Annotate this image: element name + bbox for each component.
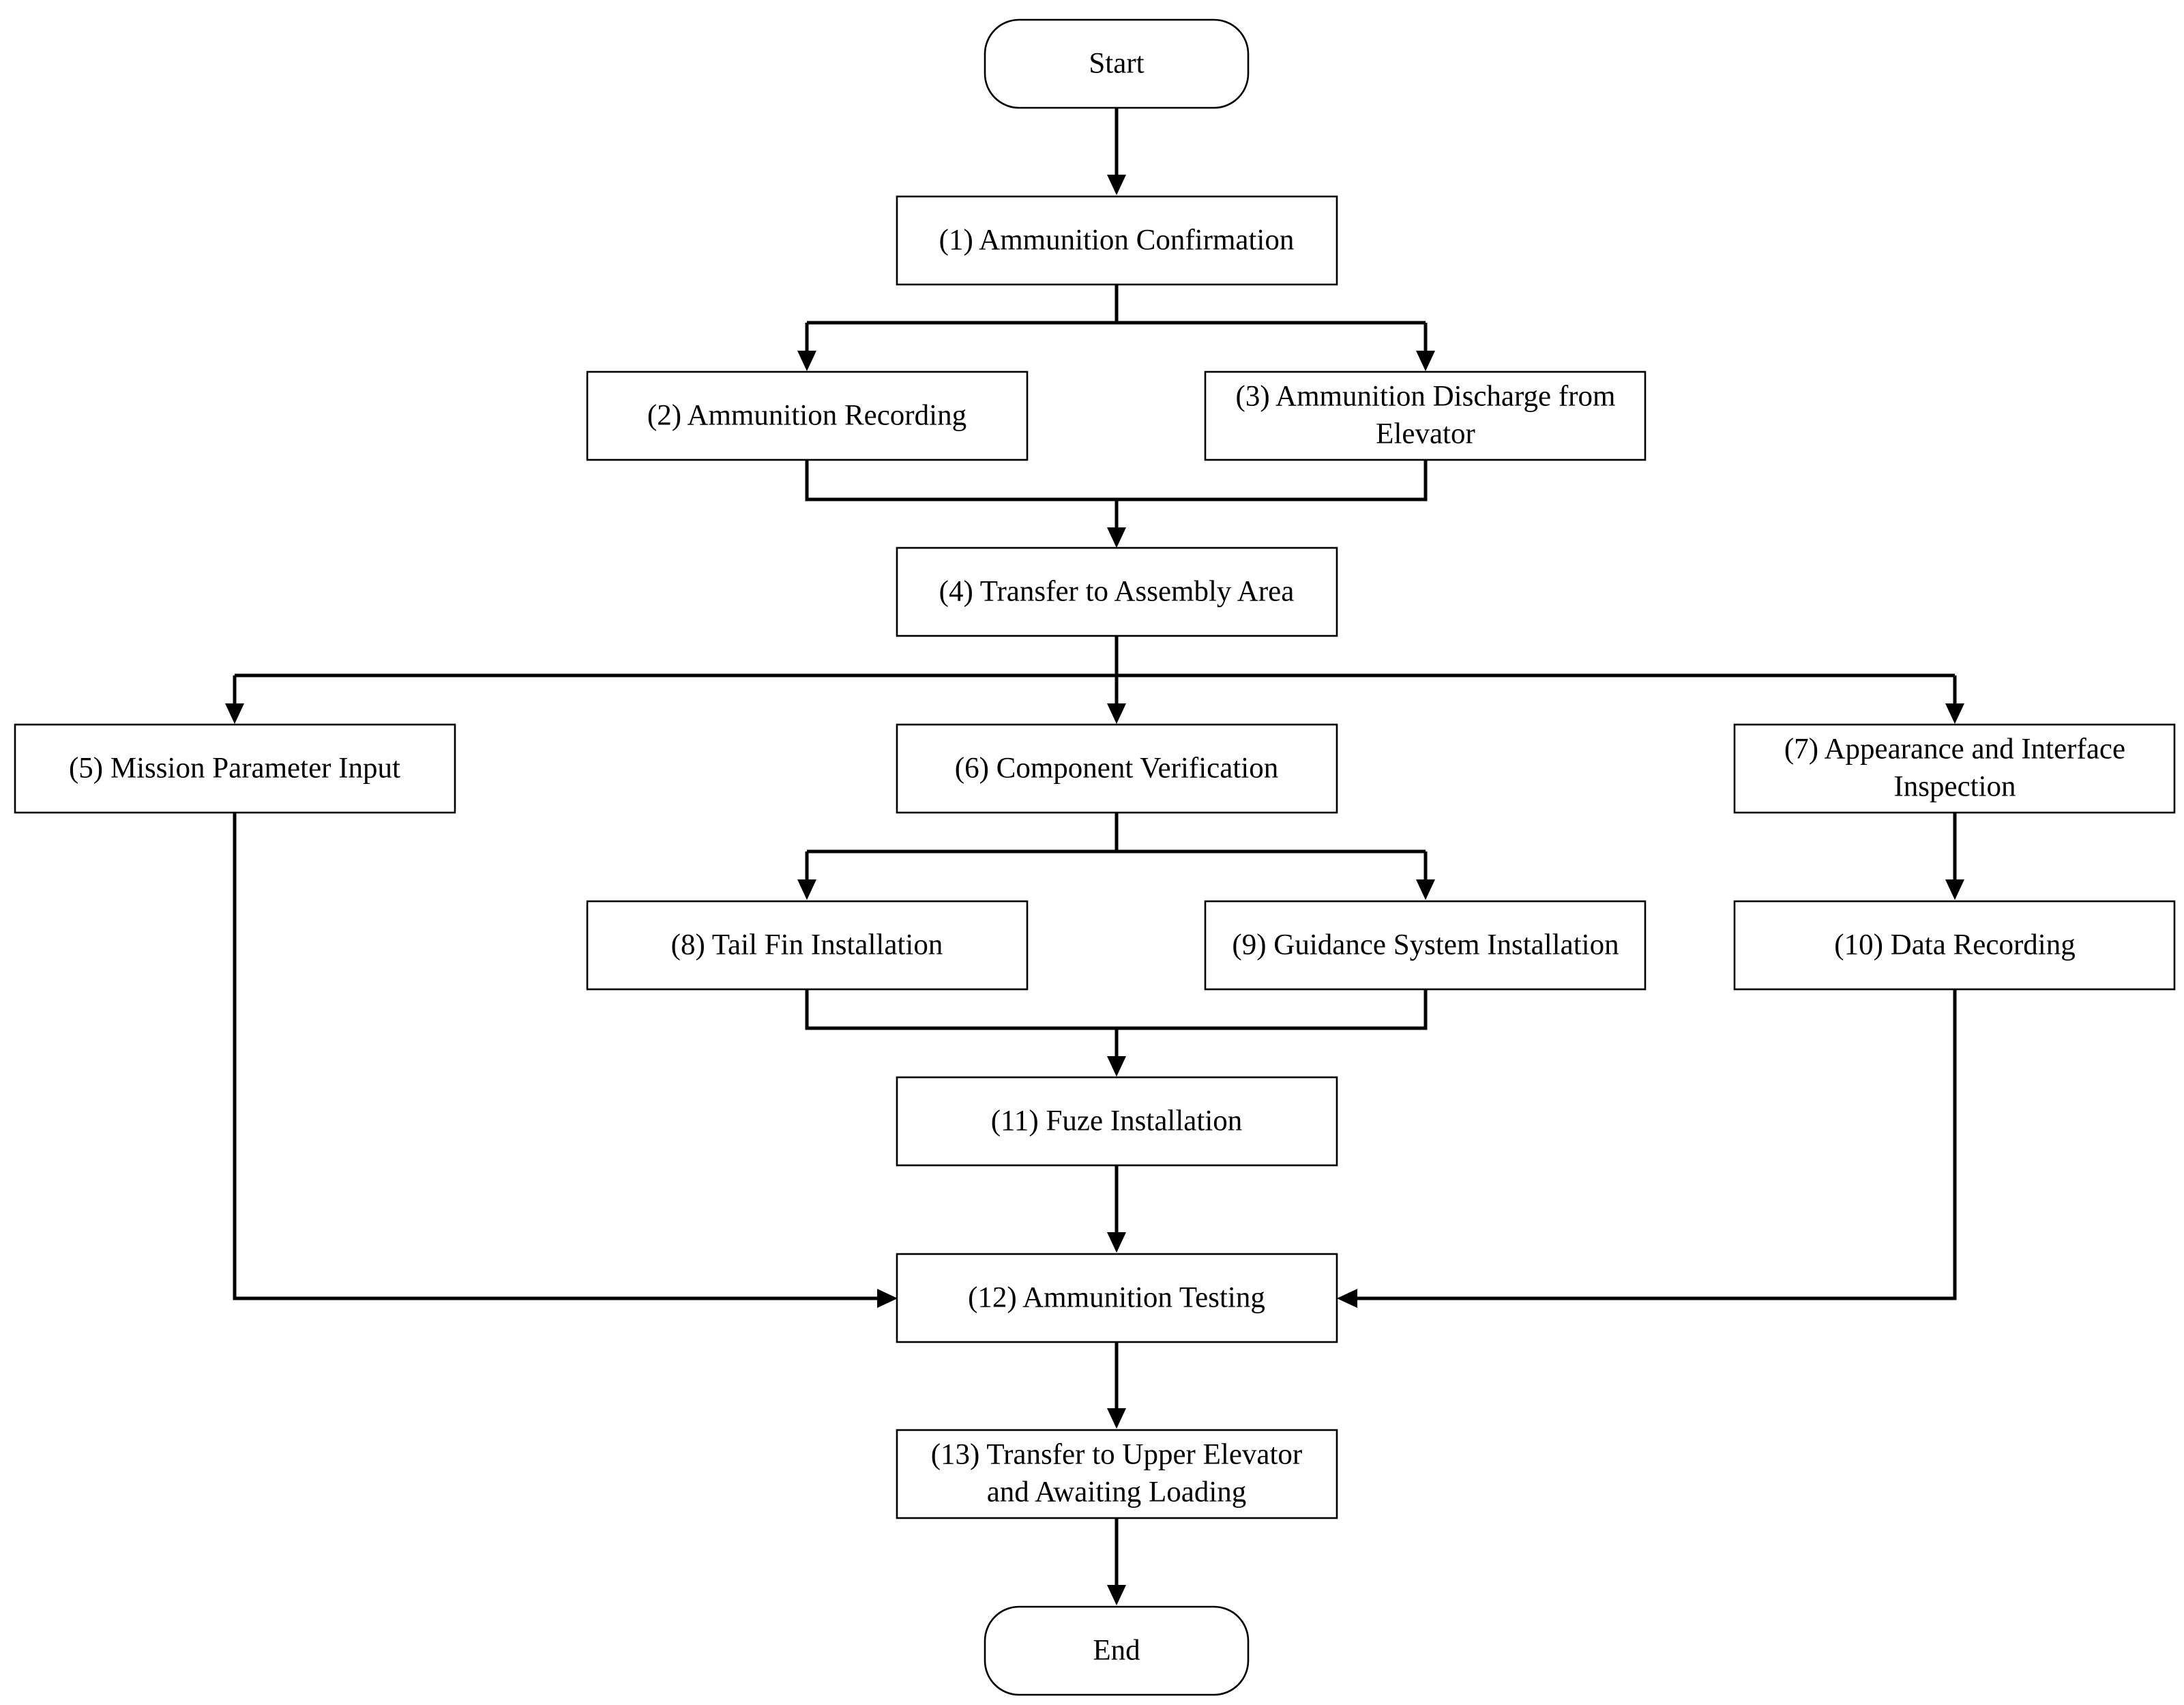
edges — [225, 108, 1964, 1605]
step-3-box — [1204, 370, 1647, 461]
step-12-label: (12) Ammunition Testing — [968, 1282, 1265, 1314]
step-5-label: (5) Mission Parameter Input — [69, 753, 400, 785]
step-1-node: (1) Ammunition Confirmation — [896, 195, 1338, 286]
step-12-node: (12) Ammunition Testing — [896, 1253, 1338, 1343]
step-11-box — [896, 1076, 1338, 1167]
step-10-label: (10) Data Recording — [1834, 929, 2075, 961]
step-7-node: (7) Appearance and Interface Inspection — [1733, 723, 2176, 814]
step-13-label-line1: (13) Transfer to Upper Elevator — [931, 1439, 1303, 1471]
step-1-label: (1) Ammunition Confirmation — [939, 224, 1295, 257]
arrowhead-13-to-end — [1107, 1585, 1126, 1605]
step-5-node: (5) Mission Parameter Input — [14, 723, 456, 814]
step-9-label: (9) Guidance System Installation — [1232, 929, 1619, 961]
edge-2-3-merge — [805, 460, 1428, 529]
step-2-node: (2) Ammunition Recording — [586, 370, 1029, 461]
step-7-box — [1733, 723, 2176, 814]
step-2-label: (2) Ammunition Recording — [647, 400, 966, 432]
arrowhead-11-to-12 — [1107, 1232, 1126, 1253]
step-10-box — [1733, 900, 2176, 991]
step-8-label: (8) Tail Fin Installation — [671, 929, 943, 961]
step-13-label-line2: and Awaiting Loading — [987, 1476, 1247, 1509]
start-terminal — [984, 18, 1250, 109]
arrowhead-to-6 — [1107, 703, 1126, 724]
end-label: End — [1093, 1635, 1140, 1667]
step-4-box — [896, 547, 1338, 637]
arrowhead-to-10 — [1945, 879, 1964, 900]
step-11-node: (11) Fuze Installation — [896, 1076, 1338, 1167]
arrowhead-to-9 — [1416, 879, 1435, 900]
edge-8-9-merge — [805, 989, 1428, 1058]
arrowhead-to-7 — [1945, 703, 1964, 724]
arrowhead-10-to-12 — [1337, 1289, 1357, 1308]
step-9-box — [1204, 900, 1647, 991]
step-11-label: (11) Fuze Installation — [991, 1105, 1243, 1137]
step-13-node: (13) Transfer to Upper Elevator and Awai… — [896, 1429, 1338, 1519]
step-2-box — [586, 370, 1029, 461]
step-4-node: (4) Transfer to Assembly Area — [896, 547, 1338, 637]
step-7-label-line1: (7) Appearance and Interface — [1784, 733, 2125, 766]
start-node: Start — [984, 18, 1250, 109]
step-1-box — [896, 195, 1338, 286]
step-8-node: (8) Tail Fin Installation — [586, 900, 1029, 991]
step-10-node: (10) Data Recording — [1733, 900, 2176, 991]
step-4-label: (4) Transfer to Assembly Area — [939, 576, 1295, 608]
nodes: Start (1) Ammunition Confirmation (2) Am… — [14, 18, 2176, 1696]
edge-4-split — [233, 636, 1957, 705]
arrowhead-to-3 — [1416, 351, 1435, 371]
step-6-box — [896, 723, 1338, 814]
step-13-box — [896, 1429, 1338, 1519]
end-node: End — [984, 1605, 1250, 1696]
step-12-box — [896, 1253, 1338, 1343]
step-3-label-line2: Elevator — [1376, 418, 1475, 450]
arrowhead-to-5 — [225, 703, 244, 724]
step-6-label: (6) Component Verification — [955, 753, 1279, 785]
step-3-node: (3) Ammunition Discharge from Elevator — [1204, 370, 1647, 461]
end-terminal — [984, 1605, 1250, 1696]
step-7-label-line2: Inspection — [1893, 771, 2016, 803]
arrowhead-to-11 — [1107, 1056, 1126, 1077]
edge-10-to-12 — [1356, 989, 1957, 1300]
arrowhead-12-to-13 — [1107, 1408, 1126, 1429]
arrowhead-to-4 — [1107, 527, 1126, 548]
arrowhead-start-to-1 — [1107, 175, 1126, 195]
step-5-box — [14, 723, 456, 814]
edge-1-split — [805, 285, 1428, 352]
arrowhead-to-2 — [797, 351, 816, 371]
arrowhead-to-8 — [797, 879, 816, 900]
start-label: Start — [1089, 48, 1144, 80]
arrowhead-5-to-12 — [877, 1289, 898, 1308]
edge-6-split — [805, 813, 1428, 881]
step-9-node: (9) Guidance System Installation — [1204, 900, 1647, 991]
step-8-box — [586, 900, 1029, 991]
step-3-label-line1: (3) Ammunition Discharge from — [1236, 381, 1616, 413]
step-6-node: (6) Component Verification — [896, 723, 1338, 814]
edge-5-to-12 — [233, 813, 879, 1300]
